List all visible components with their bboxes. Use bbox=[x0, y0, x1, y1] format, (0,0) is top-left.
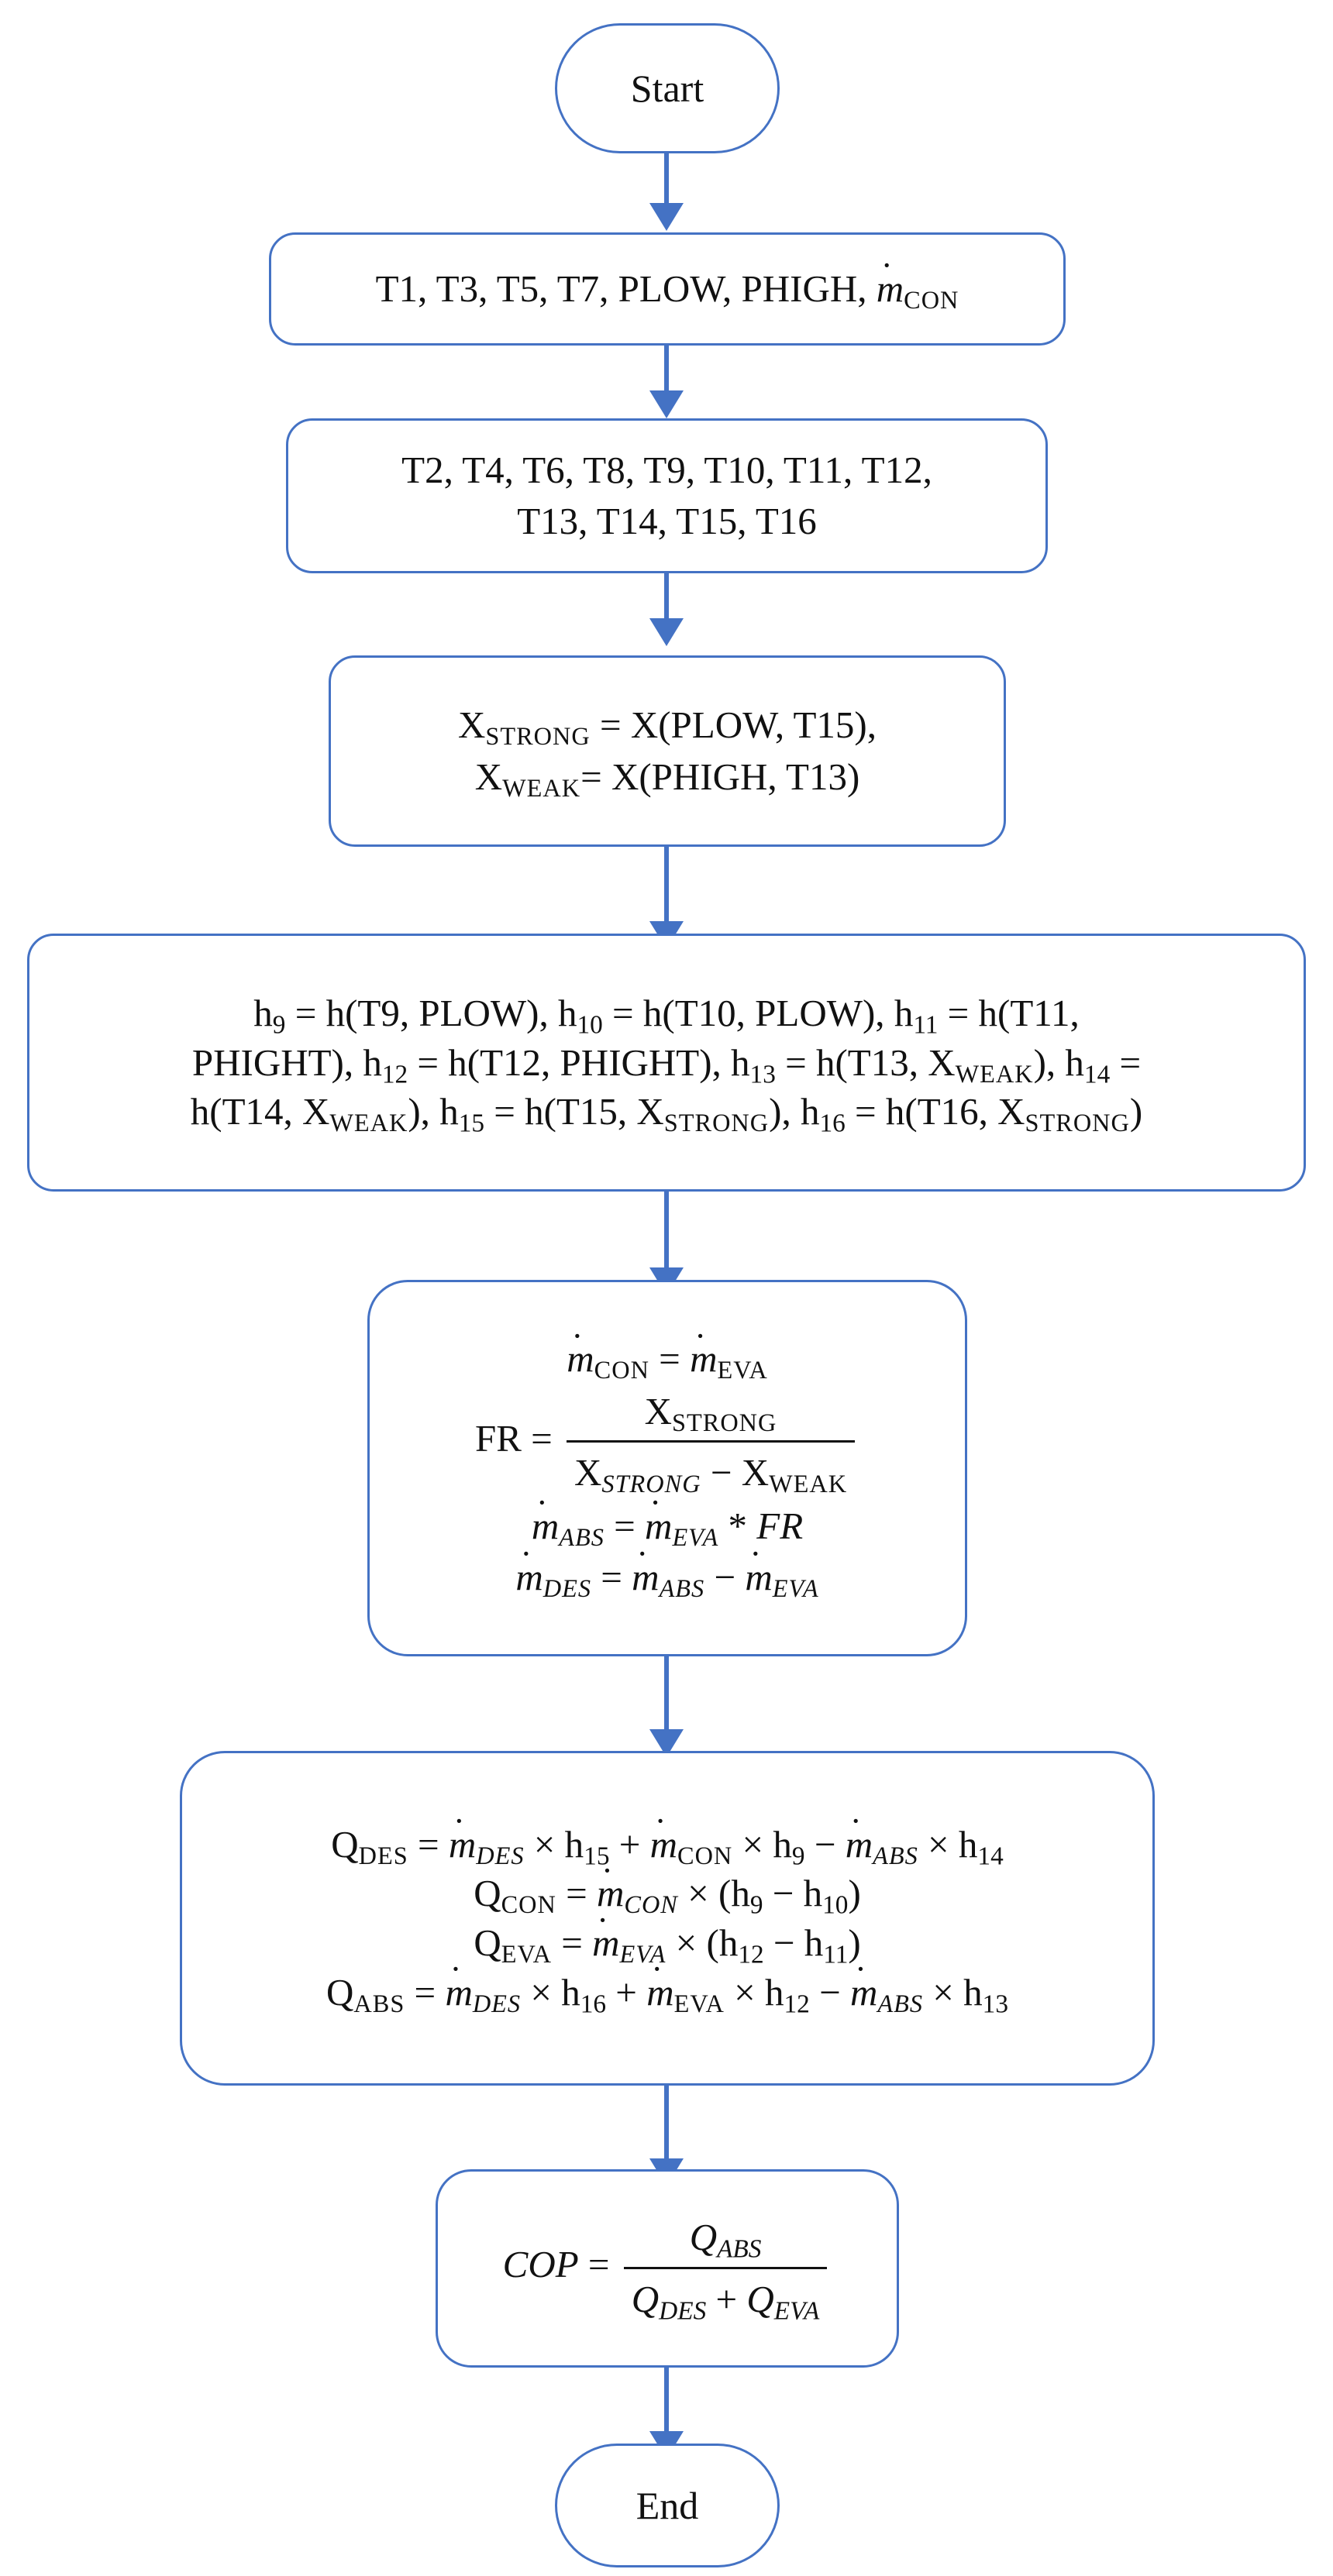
qcon-eq: QCON = mCON × (h9 − h10) bbox=[474, 1849, 861, 1918]
inputs-box: T1, T3, T5, T7, PLOW, PHIGH, mCON bbox=[269, 232, 1066, 346]
cop-eq: COP = QABS QDES + QEVA bbox=[503, 2212, 832, 2324]
enthalpy-box: h9 = h(T9, PLOW), h10 = h(T10, PLOW), h1… bbox=[27, 934, 1306, 1192]
heat-balance-box: QDES = mDES × h15 + mCON × h9 − mABS × h… bbox=[180, 1751, 1155, 2086]
temps-line-2: T13, T14, T15, T16 bbox=[517, 500, 817, 542]
enthalpy-line-2: PHIGHT), h12 = h(T12, PHIGHT), h13 = h(T… bbox=[191, 1040, 1142, 1089]
inputs-text: T1, T3, T5, T7, PLOW, PHIGH, mCON bbox=[376, 242, 959, 315]
end-terminal: End bbox=[555, 2444, 780, 2567]
qdes-eq: QDES = mDES × h15 + mCON × h9 − mABS × h… bbox=[331, 1799, 1003, 1869]
qabs-eq: QABS = mDES × h16 + mEVA × h12 − mABS × … bbox=[326, 1947, 1008, 2017]
x-weak-eq: XWEAK= X(PHIGH, T13) bbox=[474, 755, 860, 802]
arrow-cop-to-end bbox=[649, 2368, 684, 2459]
fr-fraction: XSTRONG XSTRONG − XWEAK bbox=[567, 1386, 856, 1498]
mabs-eq: mABS = mEVA * FR bbox=[532, 1480, 803, 1552]
arrow-inputs-to-temps bbox=[649, 346, 684, 418]
temperatures-box: T2, T4, T6, T8, T9, T10, T11, T12, T13, … bbox=[286, 418, 1048, 573]
cop-fraction: QABS QDES + QEVA bbox=[623, 2212, 828, 2324]
arrow-enth-to-flow bbox=[649, 1192, 684, 1295]
concentration-box: XSTRONG = X(PLOW, T15), XWEAK= X(PHIGH, … bbox=[329, 655, 1006, 847]
cop-box: COP = QABS QDES + QEVA bbox=[436, 2169, 899, 2368]
qeva-eq: QEVA = mEVA × (h12 − h11) bbox=[474, 1898, 860, 1968]
temps-line-1: T2, T4, T6, T8, T9, T10, T11, T12, bbox=[401, 448, 932, 491]
mcon-eq: mCON = mEVA bbox=[567, 1313, 767, 1384]
arrow-temps-to-conc bbox=[649, 573, 684, 646]
arrow-heat-to-cop bbox=[649, 2086, 684, 2186]
end-label: End bbox=[636, 2484, 699, 2527]
fr-eq: FR = XSTRONG XSTRONG − XWEAK bbox=[475, 1386, 859, 1498]
mdes-eq: mDES = mABS − mEVA bbox=[515, 1531, 818, 1603]
x-strong-eq: XSTRONG = X(PLOW, T15), bbox=[457, 703, 877, 751]
arrow-start-to-inputs bbox=[649, 153, 684, 231]
arrow-flow-to-heat bbox=[649, 1656, 684, 1757]
enthalpy-line-1: h9 = h(T9, PLOW), h10 = h(T10, PLOW), h1… bbox=[253, 991, 1080, 1040]
arrow-conc-to-enth bbox=[649, 847, 684, 949]
mass-flow-box: mCON = mEVA FR = XSTRONG XSTRONG − XWEAK… bbox=[367, 1280, 967, 1656]
start-terminal: Start bbox=[555, 23, 780, 153]
start-label: Start bbox=[630, 67, 704, 110]
enthalpy-line-3: h(T14, XWEAK), h15 = h(T15, XSTRONG), h1… bbox=[190, 1090, 1143, 1138]
